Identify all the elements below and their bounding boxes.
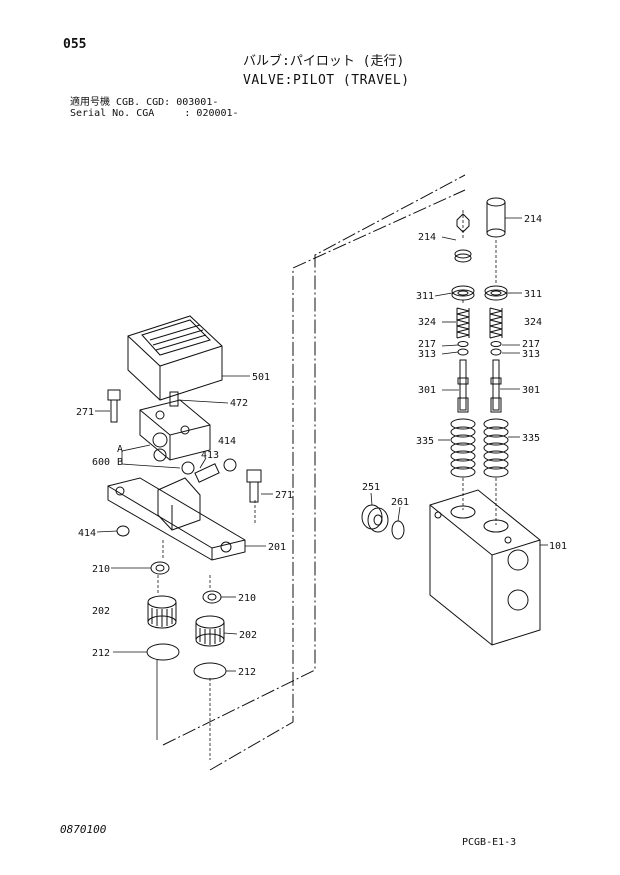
label-472: 472 [230,398,248,409]
label-311-right: 311 [524,289,542,300]
page-number: 055 [63,37,87,52]
label-202-left: 202 [92,606,110,617]
label-210-left: 210 [92,564,110,575]
leader-lines [156,210,497,760]
label-251: 251 [362,482,380,493]
plug-414-lower [116,525,130,537]
bolt-271-lower [246,469,262,503]
label-313-right: 313 [522,349,540,360]
label-212-right: 212 [238,667,256,678]
plug-214-top [486,197,506,238]
label-324-right: 324 [524,317,542,328]
label-201: 201 [268,542,286,553]
label-217-left: 217 [418,339,436,350]
callout-labels: 214 214 311 311 324 324 217 217 313 313 … [76,214,567,678]
label-414-lower: 414 [78,528,96,539]
label-101: 101 [549,541,567,552]
bracket-upper [139,399,211,461]
label-202-right: 202 [239,630,257,641]
label-210-right: 210 [238,593,256,604]
label-501: 501 [252,372,270,383]
spring-324-right [489,307,503,339]
return-spring-335-left [450,418,476,478]
label-b: B [117,457,123,468]
label-212-left: 212 [92,648,110,659]
title-japanese: バルブ:パイロット (走行) [243,54,405,69]
valve-base-201 [107,477,246,561]
bushing-202-left [147,595,177,629]
label-335-right: 335 [522,433,540,444]
footer-right-code: PCGB-E1-3 [462,837,517,848]
washer-217-313-left [457,341,469,356]
label-271-lower: 271 [275,490,293,501]
label-324-left: 324 [418,317,436,328]
label-214-left: 214 [418,232,436,243]
o-ring-212-left [146,643,180,661]
label-413: 413 [201,450,219,461]
seal-210-right [202,590,222,604]
label-217-right: 217 [522,339,540,350]
serial-line-2: Serial No. CGA : 020001- [70,108,239,119]
washer-217-313-right [490,341,502,356]
seal-210-left [150,561,170,575]
return-spring-335-right [483,418,509,478]
label-271-upper: 271 [76,407,94,418]
label-261: 261 [391,497,409,508]
o-ring-261 [391,520,405,540]
callout-leaders [95,217,548,672]
label-214-top: 214 [524,214,542,225]
label-311-left: 311 [416,291,434,302]
label-414-upper: 414 [218,436,236,447]
spring-324-left [456,307,470,339]
assembly-frame-lines [162,174,466,771]
plug-214-left [456,213,470,233]
lever-cover-501 [127,315,223,401]
plugs-413 [153,448,237,483]
label-a: A [117,444,123,455]
label-301-left: 301 [418,385,436,396]
pin-472 [169,391,179,407]
spring-seat-311-right [484,285,508,301]
plug-251 [361,504,389,533]
bushing-202-right [195,615,225,647]
spring-seat-311-left [451,285,475,301]
title-english: VALVE:PILOT (TRAVEL) [243,73,410,88]
label-600: 600 [92,457,110,468]
spool-301-left [457,359,469,413]
valve-casing-101 [429,489,541,646]
o-ring-212-right [193,662,227,680]
footer-left-code: 0870100 [60,823,107,836]
label-301-right: 301 [522,385,540,396]
bolt-271-upper [107,389,121,423]
spool-301-right [490,359,502,413]
serial-line-1: 適用号機 CGB. CGD: 003001- [70,97,219,108]
label-335-left: 335 [416,436,434,447]
washer-214 [454,249,472,263]
label-313-left: 313 [418,349,436,360]
